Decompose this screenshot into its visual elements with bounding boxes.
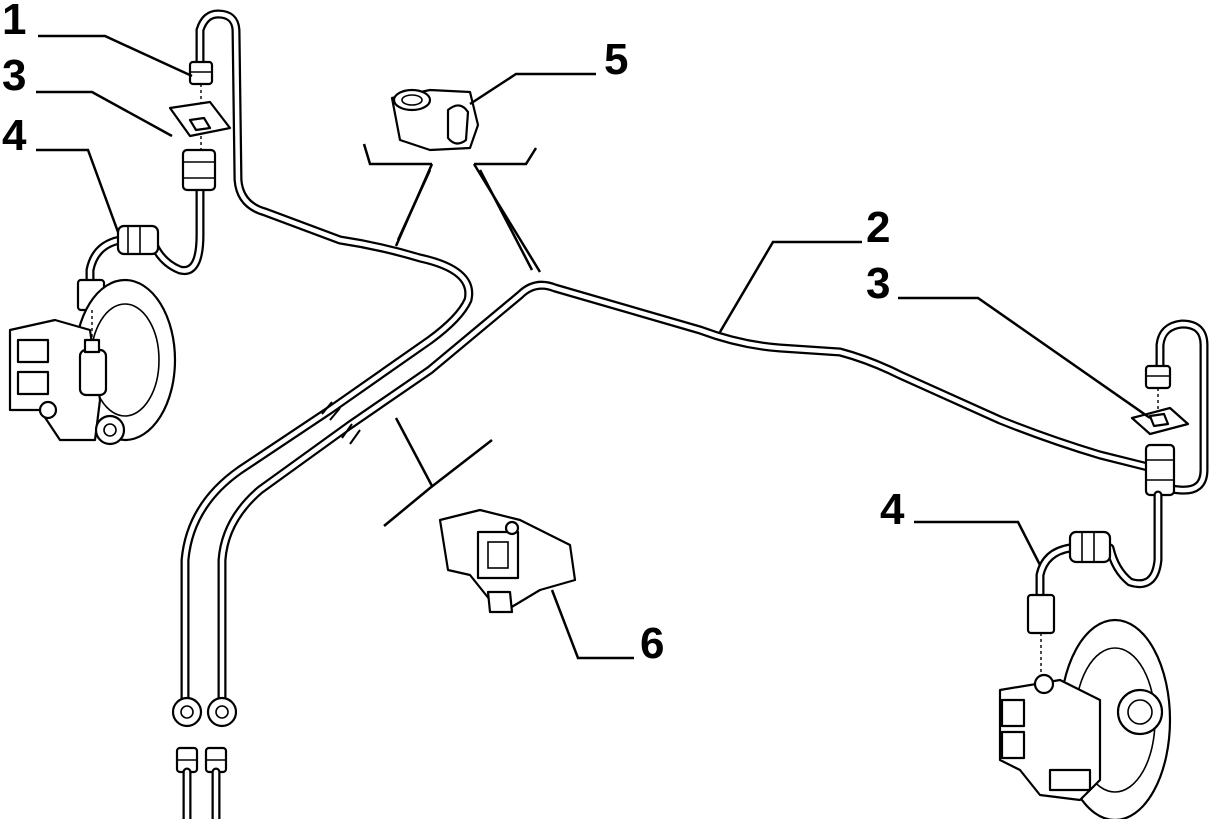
callout-4-left: 4 — [2, 111, 27, 160]
callout-3-right: 3 — [866, 259, 890, 308]
lower-hose-ends — [175, 746, 228, 819]
clip-6-bracket-lines — [383, 417, 493, 527]
callout-2: 2 — [866, 203, 890, 252]
left-brake-caliper — [8, 278, 177, 446]
right-flex-hose — [1026, 443, 1176, 680]
brake-pipe-left-1 — [180, 9, 474, 705]
left-pipe-nut — [188, 60, 214, 110]
callout-5: 5 — [604, 35, 628, 84]
callout-3-left: 3 — [2, 51, 26, 100]
callout-6: 6 — [640, 619, 664, 668]
left-retaining-clip — [168, 100, 232, 152]
callout-leaders — [36, 34, 1151, 660]
pipe-break-marks — [321, 401, 361, 445]
right-brake-caliper — [998, 618, 1172, 819]
brake-pipe-2 — [217, 280, 1165, 705]
pipe-clip-5 — [390, 88, 480, 152]
lower-pipe-nuts — [171, 696, 238, 728]
pipe-clip-6 — [438, 508, 577, 614]
callout-1: 1 — [2, 0, 26, 44]
callout-4-right: 4 — [880, 485, 905, 534]
right-pipe-nut — [1144, 364, 1172, 410]
left-flex-hose — [76, 148, 217, 312]
brake-pipe-right-1 — [1155, 319, 1209, 495]
clip-5-bracket-lines — [362, 143, 542, 273]
